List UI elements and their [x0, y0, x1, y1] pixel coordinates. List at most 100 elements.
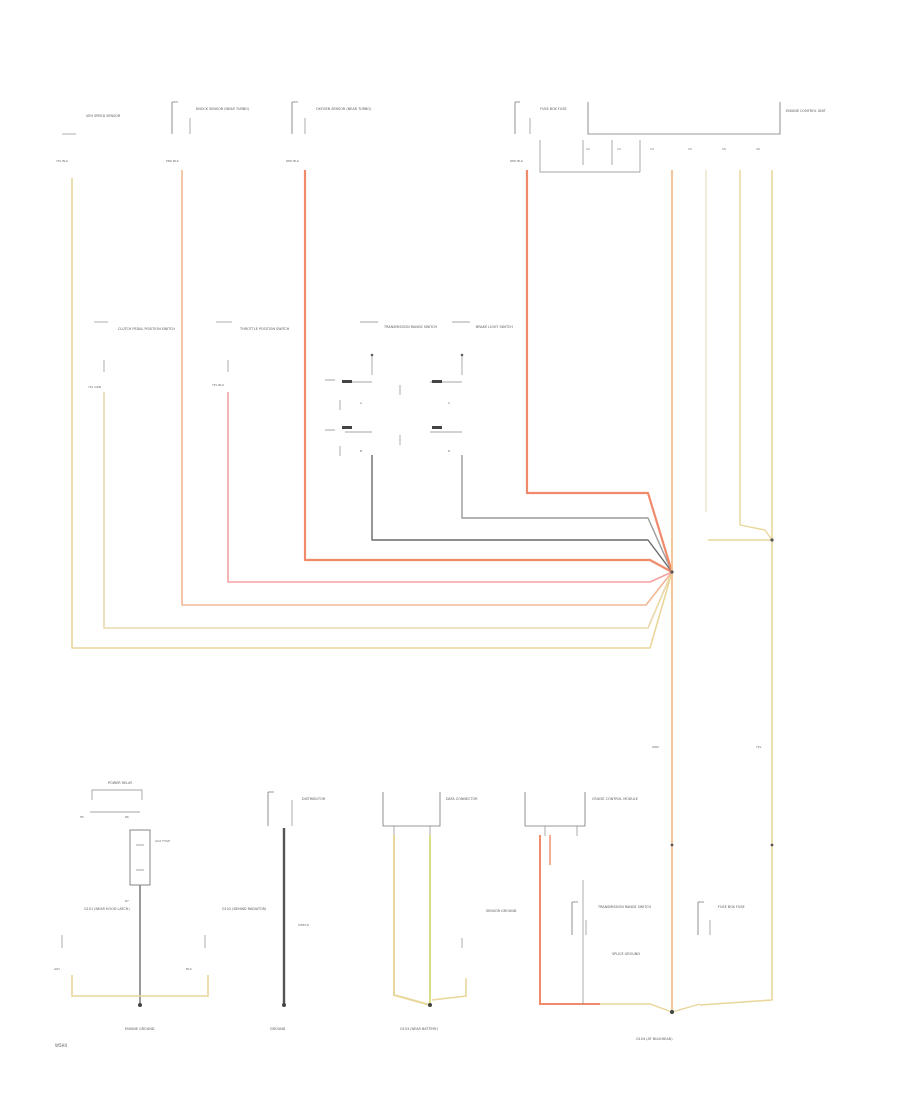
svg-text:BLK: BLK — [186, 967, 193, 971]
svg-text:FUSE BOX FUSE: FUSE BOX FUSE — [540, 107, 567, 111]
knock-sensor-label: KNOCK SENSOR (NEAR TURBO) — [196, 107, 250, 111]
brake-switch-label: BRAKE LIGHT SWITCH — [476, 325, 513, 329]
svg-text:W5H4: W5H4 — [55, 1043, 68, 1048]
splice-dot-center — [670, 570, 674, 574]
throttle-switch-wire: YEL BLK — [212, 383, 225, 387]
power-relay: POWER RELAY AUX FUSE 85 86 87 — [80, 781, 170, 1007]
ground-label-b: G102 (BEHIND RADIATOR) — [222, 907, 267, 911]
trans-pin-b: B — [360, 449, 362, 453]
svg-text:CRUISE CONTROL MODULE: CRUISE CONTROL MODULE — [592, 797, 638, 801]
svg-text:YEL: YEL — [756, 745, 762, 749]
svg-text:G104 (AT BULKHEAD): G104 (AT BULKHEAD) — [636, 1037, 673, 1041]
engine-ground-label: ENGINE GROUND — [125, 1027, 155, 1031]
splice-ground-dot — [670, 1010, 674, 1014]
transmission-switch-label: TRANSMISSION RANGE SWITCH — [383, 325, 437, 329]
svg-text:GRY: GRY — [54, 967, 60, 971]
wire-oxygen-sensor — [303, 170, 673, 573]
svg-text:VEH SPEED SENSOR: VEH SPEED SENSOR — [86, 114, 121, 118]
engine-control-unit: ENGINE CONTROL UNIT 12 13 14 15 16 30 — [539, 102, 827, 173]
wire-ecu-15 — [739, 170, 773, 541]
cruise-module: CRUISE CONTROL MODULE — [524, 792, 638, 1005]
transmission-range: TRANSMISSION RANGE SWITCH SPLICE GROUND — [571, 901, 651, 956]
clutch-switch-wire: YEL GRN — [88, 385, 101, 389]
svg-text:86: 86 — [125, 815, 129, 819]
svg-text:G101 (NEAR HOOD LATCH): G101 (NEAR HOOD LATCH) — [84, 907, 130, 911]
speed-sensor-label: VEH SPEED SENSOR — [86, 114, 121, 118]
svg-text:SHIELD: SHIELD — [298, 923, 310, 927]
svg-text:DISTRIBUTOR: DISTRIBUTOR — [302, 797, 326, 801]
speed-sensor: VEH SPEED SENSOR YEL BLK — [56, 114, 121, 163]
ecu-pin-12: 12 — [586, 147, 590, 151]
left-wire-blk: BLK — [186, 967, 193, 971]
speed-sensor-wire: YEL BLK — [56, 159, 69, 163]
ecu-pin-16: 16 — [722, 147, 726, 151]
wire-speed-sensor — [71, 178, 673, 649]
fuse-bottom-label: FUSE BOX FUSE — [718, 905, 745, 909]
splice-trunk — [670, 843, 674, 847]
power-relay-label: POWER RELAY — [108, 781, 133, 785]
svg-text:14: 14 — [650, 147, 654, 151]
svg-text:G103 (NEAR BATTERY): G103 (NEAR BATTERY) — [400, 1027, 439, 1031]
ground-label-e: GROUND — [270, 1027, 286, 1031]
data-connector-label: DATA CONNECTOR — [446, 797, 478, 801]
svg-text:G102 (BEHIND RADIATOR): G102 (BEHIND RADIATOR) — [222, 907, 267, 911]
fuse-block-top: FUSE BOX FUSE RED BLK — [510, 101, 567, 163]
wire-knock-sensor — [181, 170, 673, 606]
knock-sensor-wire: PNK BLK — [166, 159, 180, 163]
ecu-label: ENGINE CONTROL UNIT — [786, 109, 827, 113]
wire-harness — [71, 170, 773, 1012]
svg-text:YEL GRN: YEL GRN — [88, 385, 101, 389]
svg-text:RED BLK: RED BLK — [286, 159, 300, 163]
svg-text:85: 85 — [80, 815, 84, 819]
svg-text:87: 87 — [125, 899, 129, 903]
brake-pin-c: C — [448, 401, 450, 405]
brake-switch: BRAKE LIGHT SWITCH C D — [399, 321, 513, 453]
svg-text:16: 16 — [722, 147, 726, 151]
svg-text:THROTTLE POSITION SWITCH: THROTTLE POSITION SWITCH — [239, 327, 290, 331]
clutch-switch-label: CLUTCH PEDAL POSITION SWITCH — [118, 327, 175, 331]
ecu-pin-30: 30 — [756, 147, 760, 151]
svg-text:B: B — [360, 449, 362, 453]
svg-text:30: 30 — [756, 147, 760, 151]
sensor-ground-label: SENSOR GROUND — [486, 909, 517, 913]
ground-label-c: G103 (NEAR BATTERY) — [400, 1027, 439, 1031]
splice-right — [770, 843, 774, 847]
left-ground-switches: G101 (NEAR HOOD LATCH) G102 (BEHIND RADI… — [54, 907, 267, 1031]
svg-text:PNK BLK: PNK BLK — [166, 159, 180, 163]
svg-text:TRANSMISSION RANGE SWITCH: TRANSMISSION RANGE SWITCH — [597, 905, 651, 909]
ground-label-a: G101 (NEAR HOOD LATCH) — [84, 907, 130, 911]
wire-fuse-block — [525, 170, 674, 573]
data-connector: DATA CONNECTOR SENSOR GROUND G103 (NEAR … — [382, 792, 517, 1031]
wire-throttle-switch — [227, 392, 673, 583]
relay-pin-87: 87 — [125, 899, 129, 903]
svg-text:C: C — [448, 401, 450, 405]
svg-text:ENGINE GROUND: ENGINE GROUND — [125, 1027, 155, 1031]
svg-text:DATA CONNECTOR: DATA CONNECTOR — [446, 797, 478, 801]
wire-transmission-switch — [371, 455, 673, 573]
oxygen-sensor-wire: RED BLK — [286, 159, 300, 163]
fuse-block-top-wire: RED BLK — [510, 159, 524, 163]
svg-text:12: 12 — [586, 147, 590, 151]
clutch-switch: CLUTCH PEDAL POSITION SWITCH YEL GRN — [88, 321, 175, 389]
ecu-pin-15: 15 — [688, 147, 692, 151]
distributor: DISTRIBUTOR SHIELD GROUND — [267, 791, 326, 1031]
svg-text:RED BLK: RED BLK — [510, 159, 524, 163]
splice-dot-right — [770, 538, 774, 542]
oxygen-sensor-label: OXYGEN SENSOR (NEAR TURBO) — [316, 107, 372, 111]
svg-text:D: D — [448, 449, 451, 453]
throttle-switch: THROTTLE POSITION SWITCH YEL BLK — [212, 321, 290, 387]
transmission-switch: TRANSMISSION RANGE SWITCH A B — [325, 321, 437, 456]
throttle-switch-label: THROTTLE POSITION SWITCH — [239, 327, 290, 331]
left-wire-gry: GRY — [54, 967, 60, 971]
oxygen-sensor: OXYGEN SENSOR (NEAR TURBO) RED BLK — [286, 101, 372, 163]
svg-text:AUX FUSE: AUX FUSE — [155, 839, 170, 843]
aux-fuse-label: AUX FUSE — [155, 839, 170, 843]
ground-label-d: G104 (AT BULKHEAD) — [636, 1037, 673, 1041]
relay-pin-85: 85 — [80, 815, 84, 819]
distributor-label: DISTRIBUTOR — [302, 797, 326, 801]
svg-text:BRAKE LIGHT SWITCH: BRAKE LIGHT SWITCH — [476, 325, 513, 329]
wire-ecu-30 — [699, 170, 773, 1006]
svg-text:YEL BLK: YEL BLK — [56, 159, 69, 163]
ecu-pin-14: 14 — [650, 147, 654, 151]
svg-text:GROUND: GROUND — [270, 1027, 286, 1031]
